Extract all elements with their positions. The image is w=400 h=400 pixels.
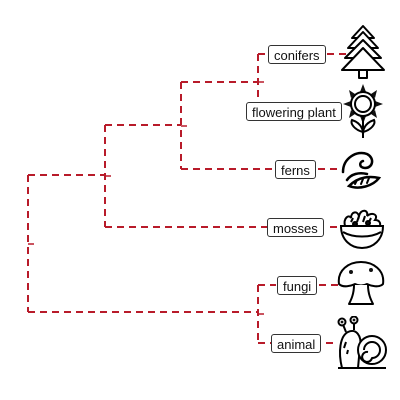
sunflower-icon [343,84,383,138]
tree-nodes [28,81,264,315]
label-conifers: conifers [268,45,326,64]
label-ferns: ferns [275,160,316,179]
pine-tree-icon [341,25,385,79]
moss-bowl-icon [339,209,385,250]
snail-icon [337,316,387,369]
fern-icon [341,151,382,189]
label-flowering-plant: flowering plant [246,102,342,121]
label-fungi: fungi [277,276,318,295]
tree-branches [27,53,346,344]
mushroom-icon [337,261,385,305]
label-animal: animal [271,334,322,353]
label-mosses: mosses [267,218,324,237]
